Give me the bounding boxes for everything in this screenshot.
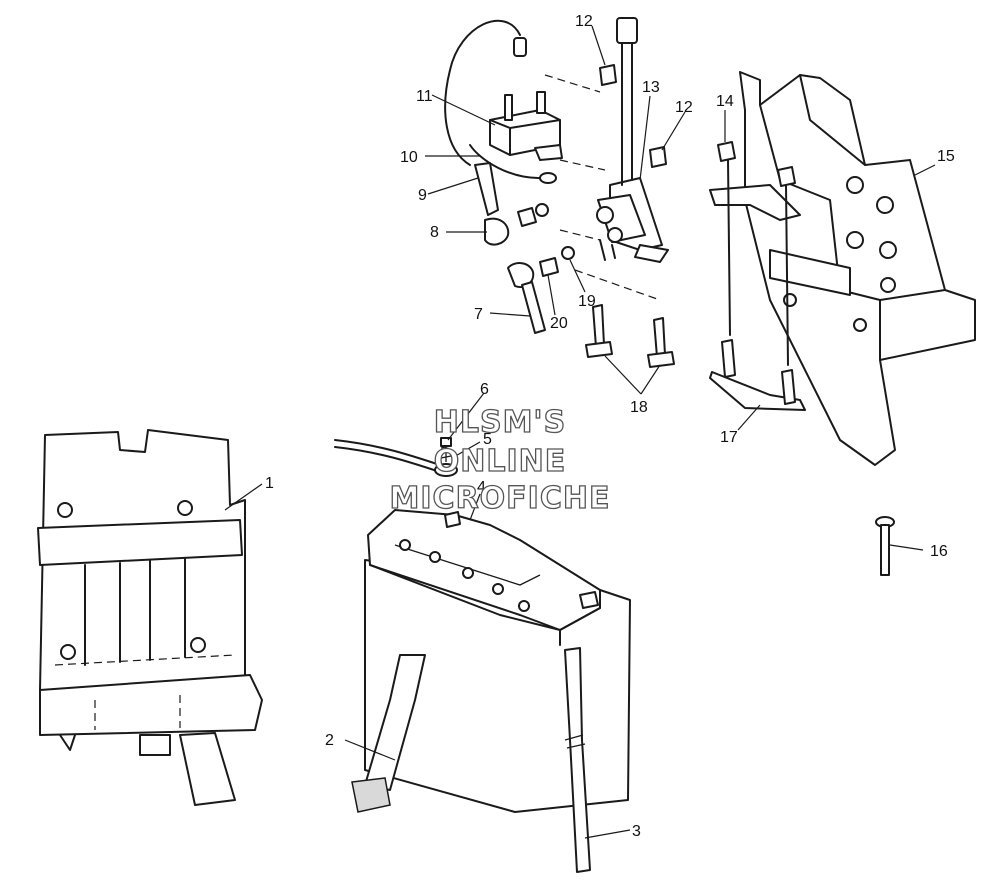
callout-12-right: 12	[675, 99, 693, 116]
callout-5: 5	[483, 431, 492, 448]
mounting-plate	[709, 339, 806, 411]
watermark: HLSM'S ONLINE MICROFICHE	[389, 404, 611, 516]
callout-1: 1	[265, 475, 274, 492]
watermark-line-1: HLSM'S	[434, 405, 566, 440]
leader-lines	[224, 25, 936, 839]
callout-18: 18	[630, 399, 648, 416]
battery-box	[37, 429, 263, 806]
callout-14: 14	[716, 93, 734, 110]
callout-7: 7	[474, 306, 483, 323]
callout-15: 15	[937, 148, 955, 165]
callout-17: 17	[720, 429, 738, 446]
watermark-line-3: MICROFICHE	[390, 481, 611, 516]
callout-19: 19	[578, 293, 596, 310]
vent-tube	[564, 647, 591, 873]
callout-4: 4	[477, 479, 486, 496]
callout-16: 16	[930, 543, 948, 560]
callout-9: 9	[418, 187, 427, 204]
callout-8: 8	[430, 224, 439, 241]
solenoid-assembly	[444, 17, 675, 368]
mounting-bracket	[709, 71, 976, 466]
hold-down-strap	[351, 654, 426, 813]
callout-12-top: 12	[575, 13, 593, 30]
callout-20: 20	[550, 315, 568, 332]
callout-labels: 1 2 3 4 5 6 7 8 9 10 11 12 12 13 14 15 1…	[265, 13, 955, 840]
callout-3: 3	[632, 823, 641, 840]
terminal-cable	[334, 437, 458, 477]
battery	[364, 509, 631, 813]
callout-6: 6	[480, 381, 489, 398]
callout-10: 10	[400, 149, 418, 166]
callout-13: 13	[642, 79, 660, 96]
watermark-line-2: ONLINE	[434, 444, 567, 479]
rivet	[875, 516, 895, 576]
callout-2: 2	[325, 732, 334, 749]
callout-11: 11	[416, 88, 433, 105]
